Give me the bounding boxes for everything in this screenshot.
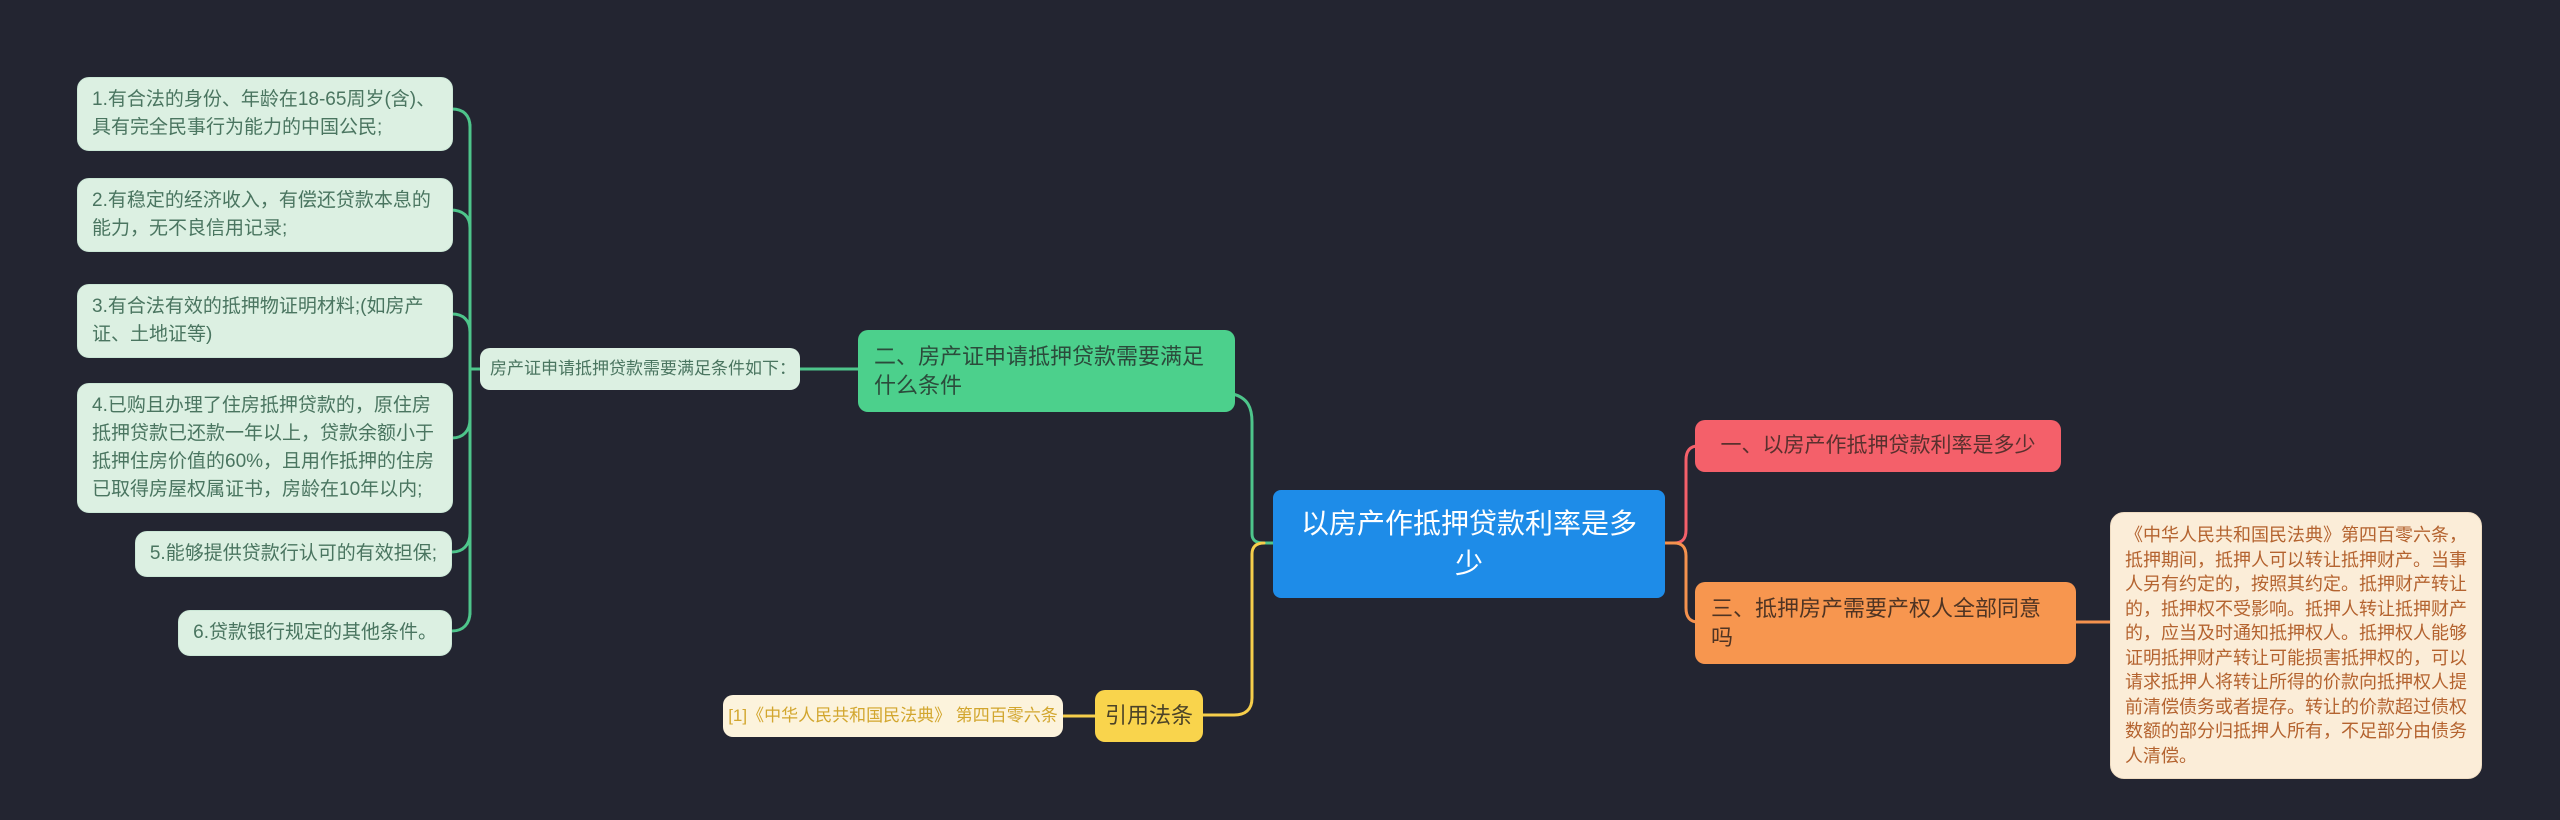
branch-node-2[interactable]: 二、房产证申请抵押贷款需要满足什么条件 (858, 330, 1235, 412)
law-excerpt-block[interactable]: 《中华人民共和国民法典》第四百零六条，抵押期间，抵押人可以转让抵押财产。当事人另… (2110, 512, 2482, 779)
condition-box-2[interactable]: 2.有稳定的经济收入，有偿还贷款本息的能力，无不良信用记录; (77, 178, 453, 252)
branch-node-1[interactable]: 一、以房产作抵押贷款利率是多少 (1695, 420, 2061, 472)
condition-box-4[interactable]: 4.已购且办理了住房抵押贷款的，原住房抵押贷款已还款一年以上，贷款余额小于抵押住… (77, 383, 453, 513)
condition-box-3[interactable]: 3.有合法有效的抵押物证明材料;(如房产证、土地证等) (77, 284, 453, 358)
condition-box-5[interactable]: 5.能够提供贷款行认可的有效担保; (134, 531, 452, 577)
central-topic-node[interactable]: 以房产作抵押贷款利率是多少 (1273, 490, 1665, 598)
red-connectors (1663, 444, 1700, 545)
law-citation-node[interactable]: 引用法条 (1095, 690, 1203, 742)
condition-box-6[interactable]: 6.贷款银行规定的其他条件。 (178, 610, 452, 656)
condition-box-1[interactable]: 1.有合法的身份、年龄在18-65周岁(含)、具有完全民事行为能力的中国公民; (77, 77, 453, 151)
law-citation-label[interactable]: [1]《中华人民共和国民法典》 第四百零六条 (723, 695, 1063, 737)
conditions-summary-label[interactable]: 房产证申请抵押贷款需要满足条件如下： (480, 348, 800, 390)
branch-node-3[interactable]: 三、抵押房产需要产权人全部同意吗 (1695, 582, 2076, 664)
